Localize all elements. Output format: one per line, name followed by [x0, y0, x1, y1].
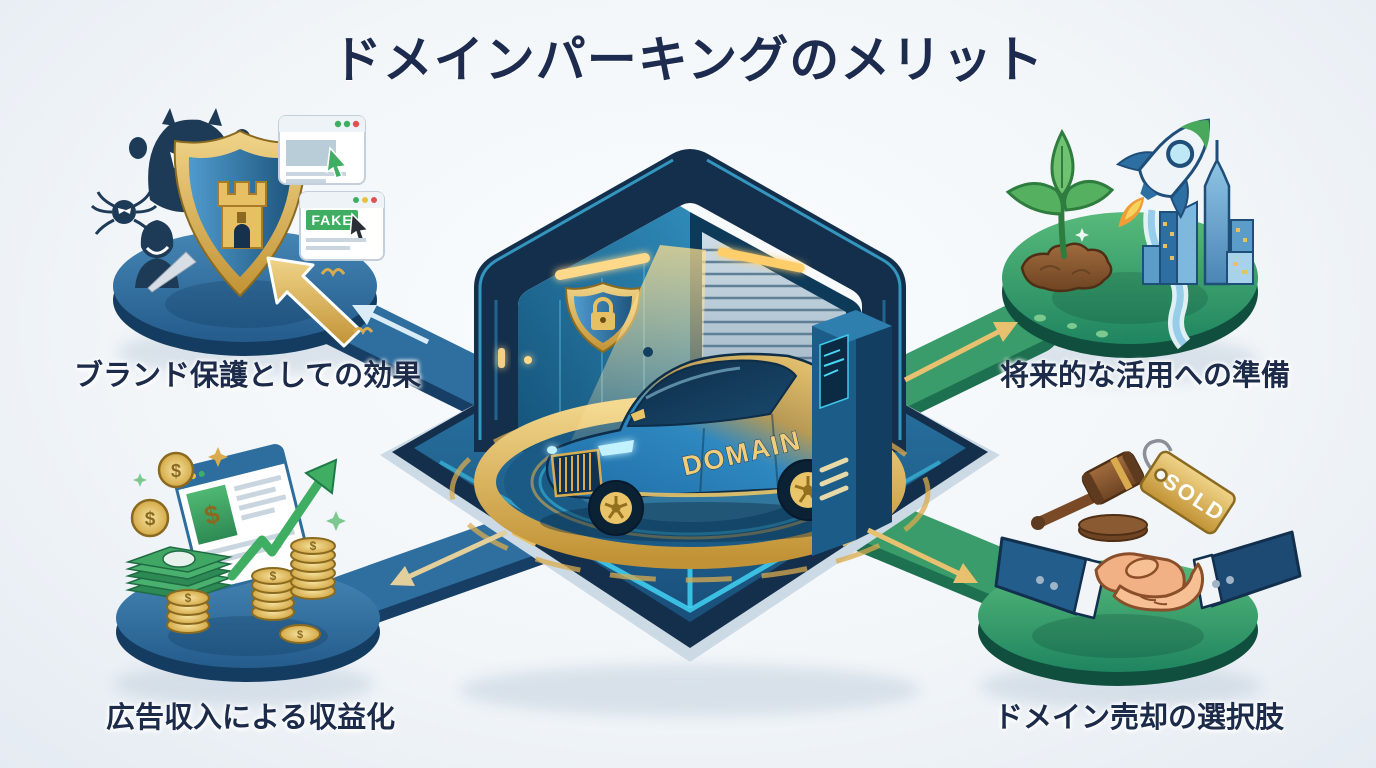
sparkle-icon: [1075, 228, 1089, 242]
future-use-icons: [1005, 118, 1254, 350]
car-mirror: [629, 407, 647, 423]
svg-text:$: $: [310, 539, 317, 553]
dagger-icon: [147, 251, 197, 293]
gold-coin-icon: $: [130, 498, 170, 538]
auction-gavel-icon: [1031, 451, 1148, 542]
threat-hooded-figure-icon: [135, 220, 197, 293]
garage-shell: [474, 149, 906, 452]
handshake-icon: [994, 530, 1302, 620]
path-arrow-bottom-left: [390, 529, 508, 586]
gold-coin-icon: $: [157, 451, 195, 489]
gold-cursor-arrow-icon: [266, 256, 362, 348]
svg-text:$: $: [171, 461, 181, 481]
castle-shield-icon: [173, 129, 307, 298]
cash-bundle-icon: [125, 546, 233, 601]
fake-badge: FAKE: [311, 212, 352, 228]
path-arrow-top-right: [903, 322, 1018, 383]
path-arrow-top-left: [352, 305, 430, 345]
coin-stack-icon: [290, 537, 336, 600]
path-arrow-bottom-right: [866, 527, 978, 583]
gold-bird-mark-icon: [352, 327, 374, 336]
ad-revenue-icons: $ $ $ $ $ $ $: [125, 444, 346, 644]
car-front-wheel: [588, 480, 644, 536]
flat-coin-icon: $: [279, 624, 321, 644]
label-ad-revenue: 広告収入による収益化: [106, 702, 396, 734]
city-skyline-icon: [1142, 140, 1254, 286]
grass-dots: [1034, 314, 1108, 338]
label-brand-protection: ブランド保護としての効果: [74, 360, 422, 392]
svg-text:$: $: [270, 569, 277, 583]
page-title: ドメインパーキングのメリット: [331, 32, 1045, 88]
car-headlight: [598, 440, 634, 456]
svg-text:$: $: [185, 591, 192, 605]
brand-protection-icons: FAKE: [90, 108, 385, 348]
fake-site-window-icon: FAKE: [299, 191, 385, 261]
label-future-use: 将来的な活用への準備: [1000, 360, 1291, 392]
threat-spider-icon: [90, 191, 158, 235]
car-grille: [550, 448, 604, 498]
rocket-icon: [1115, 118, 1211, 228]
domain-sale-icons: SOLD: [994, 439, 1302, 620]
control-kiosk: [812, 310, 892, 556]
svg-text:$: $: [297, 629, 303, 641]
svg-text:$: $: [145, 509, 156, 530]
label-domain-sale: ドメイン売却の選択肢: [994, 702, 1285, 734]
gold-bird-mark-icon: [320, 268, 346, 278]
revenue-growth-arrow-icon: [227, 458, 338, 581]
green-cursor-icon: [326, 146, 348, 179]
sparkle-icon: [133, 447, 346, 531]
coin-stack-icon: [166, 589, 210, 634]
browser-window-icon: [278, 115, 366, 185]
wall-light-strip: [555, 253, 650, 280]
domain-garage: [474, 149, 906, 452]
sold-price-tag-icon: SOLD: [1139, 439, 1236, 535]
sprout-in-soil-icon: [1005, 128, 1115, 293]
